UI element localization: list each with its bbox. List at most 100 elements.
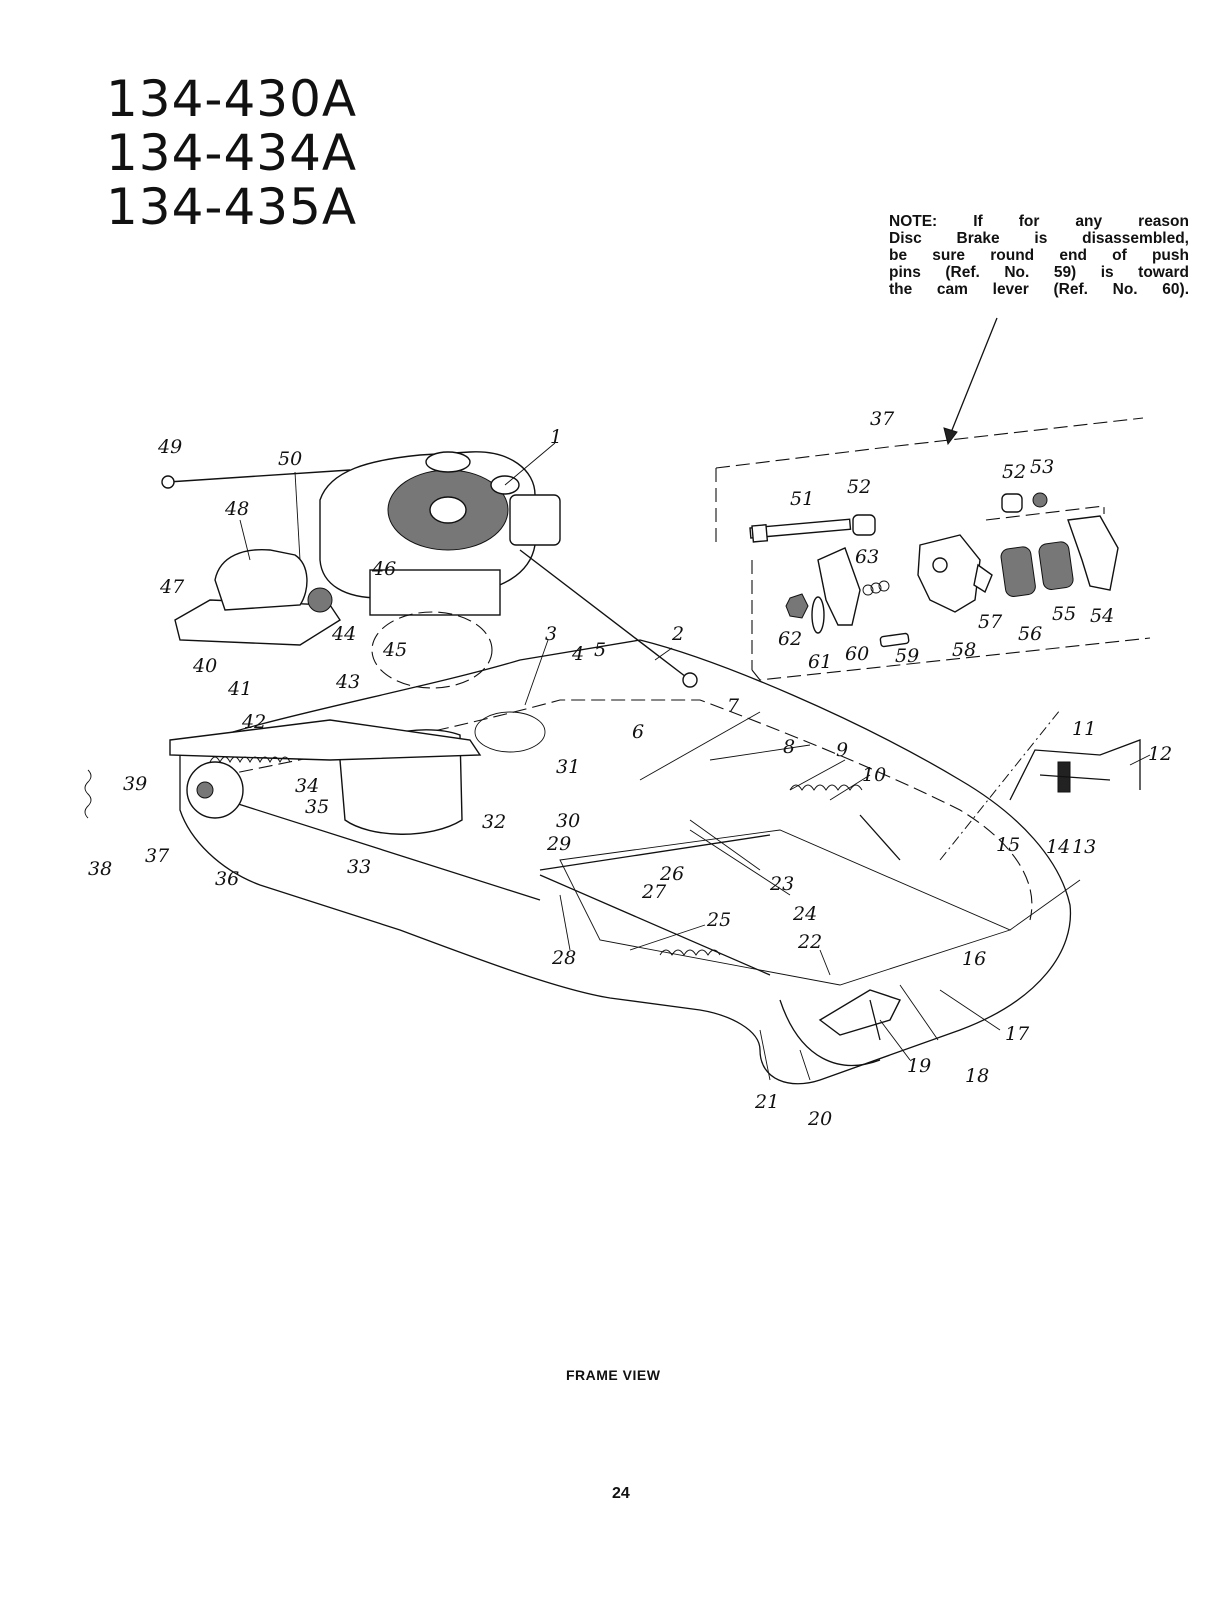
- spacer-part: [852, 514, 876, 536]
- washer-part: [811, 596, 825, 634]
- callout-label: 61: [808, 651, 832, 673]
- idler-spring: [169, 719, 482, 764]
- leader-lines: [239, 442, 1151, 1081]
- spring-part: [862, 580, 890, 596]
- callout-label: 41: [227, 678, 252, 700]
- callout-label: 55: [1052, 603, 1076, 625]
- callout-label: 21: [754, 1091, 779, 1113]
- callout-label: 26: [659, 863, 684, 885]
- callout-label: 52: [1002, 461, 1026, 483]
- cam-lever-part: [817, 547, 861, 626]
- model-number: 134-430A: [106, 70, 358, 128]
- callout-label: 29: [546, 833, 571, 855]
- engine-center-cap: [429, 496, 467, 524]
- callout-label: 22: [797, 931, 822, 953]
- callout-label: 4: [571, 643, 584, 665]
- callout-label: 25: [706, 909, 731, 931]
- engine-cap: [425, 451, 471, 473]
- pulley-cover: [339, 611, 546, 835]
- disc-brake-inset: [715, 417, 1151, 681]
- spring-part: [789, 784, 863, 791]
- callout-label: 63: [855, 546, 879, 568]
- callout-label: 11: [1072, 718, 1096, 740]
- callout-label: 9: [836, 739, 848, 761]
- callout-label: 36: [215, 868, 239, 890]
- disc-brake-note: NOTE: If for any reason Disc Brake is di…: [889, 213, 1189, 298]
- drag-link-rods: [161, 469, 698, 688]
- callout-label: 10: [862, 764, 886, 786]
- note-line: NOTE: If for any reason: [889, 213, 1189, 230]
- callout-label: 54: [1090, 605, 1114, 627]
- callout-label: 52: [847, 476, 871, 498]
- push-pin-part: [879, 632, 910, 648]
- note-arrow: [943, 317, 998, 446]
- frame-view-caption: FRAME VIEW: [566, 1367, 661, 1383]
- brake-housing-part: [1067, 515, 1119, 591]
- bolt-part: [749, 518, 852, 539]
- caliper-part: [917, 534, 981, 613]
- callout-label: 16: [962, 948, 986, 970]
- callout-label: 8: [783, 736, 795, 758]
- callout-label: 15: [996, 834, 1020, 856]
- callout-label: 59: [895, 645, 919, 667]
- model-number: 134-435A: [106, 178, 358, 236]
- callout-label: 30: [556, 810, 580, 832]
- callout-label: 12: [1148, 743, 1172, 765]
- spacer-part: [1001, 493, 1023, 513]
- callout-label: 39: [123, 773, 147, 795]
- engine-base: [369, 569, 501, 616]
- callout-label: 60: [845, 643, 869, 665]
- callout-label: 1: [550, 426, 562, 448]
- transmission-assembly: [174, 548, 341, 646]
- callout-label: 2: [671, 623, 684, 645]
- callout-label: 50: [278, 448, 302, 470]
- callout-labels: 1 2 3 4 5 6 7 8 9 10 11 12 13 14 15 16 1…: [88, 408, 1172, 1130]
- nut-part: [785, 593, 809, 619]
- caliper-hole: [932, 557, 948, 573]
- callout-label: 51: [790, 488, 814, 510]
- frame-outline: [179, 639, 1072, 1085]
- callout-label: 56: [1018, 623, 1042, 645]
- callout-label: 46: [371, 558, 396, 580]
- sprocket-gear: [84, 761, 244, 819]
- callout-label: 6: [632, 721, 644, 743]
- callout-label: 19: [907, 1055, 931, 1077]
- callout-label: 17: [1005, 1023, 1030, 1045]
- callout-label: 40: [192, 655, 217, 677]
- callout-label: 42: [241, 711, 266, 733]
- callout-label: 5: [594, 639, 606, 661]
- fuel-tank-part: [509, 494, 561, 546]
- engine-assembly: [319, 451, 561, 616]
- model-numbers: 134-430A 134-434A 134-435A: [106, 72, 357, 234]
- callout-label: 18: [965, 1065, 989, 1087]
- model-number: 134-434A: [106, 124, 358, 182]
- callout-label: 14: [1046, 836, 1070, 858]
- callout-label: 43: [335, 671, 360, 693]
- callout-label: 37: [870, 408, 895, 430]
- callout-label: 34: [295, 775, 319, 797]
- callout-label: 44: [331, 623, 356, 645]
- callout-label: 33: [347, 856, 371, 878]
- callout-label: 48: [224, 498, 249, 520]
- callout-label: 13: [1072, 836, 1096, 858]
- callout-label: 47: [159, 576, 185, 598]
- pad-part: [973, 563, 993, 594]
- callout-label: 32: [482, 811, 506, 833]
- brake-pedal: [818, 989, 901, 1041]
- callout-label: 20: [807, 1108, 832, 1130]
- callout-label: 27: [641, 881, 667, 903]
- callout-label: 58: [952, 639, 976, 661]
- callout-label: 49: [157, 436, 182, 458]
- brake-pad-part: [1000, 546, 1036, 597]
- callout-label: 53: [1030, 456, 1054, 478]
- note-line: pins (Ref. No. 59) is toward: [889, 264, 1189, 281]
- bolt-head: [751, 524, 769, 543]
- callout-label: 38: [88, 858, 112, 880]
- note-line: be sure round end of push: [889, 247, 1189, 264]
- callout-label: 24: [792, 903, 817, 925]
- callout-label: 23: [769, 873, 794, 895]
- callout-label: 57: [978, 611, 1003, 633]
- spring-bracket: [939, 709, 1141, 861]
- callout-label: 35: [305, 796, 329, 818]
- callout-label: 28: [551, 947, 576, 969]
